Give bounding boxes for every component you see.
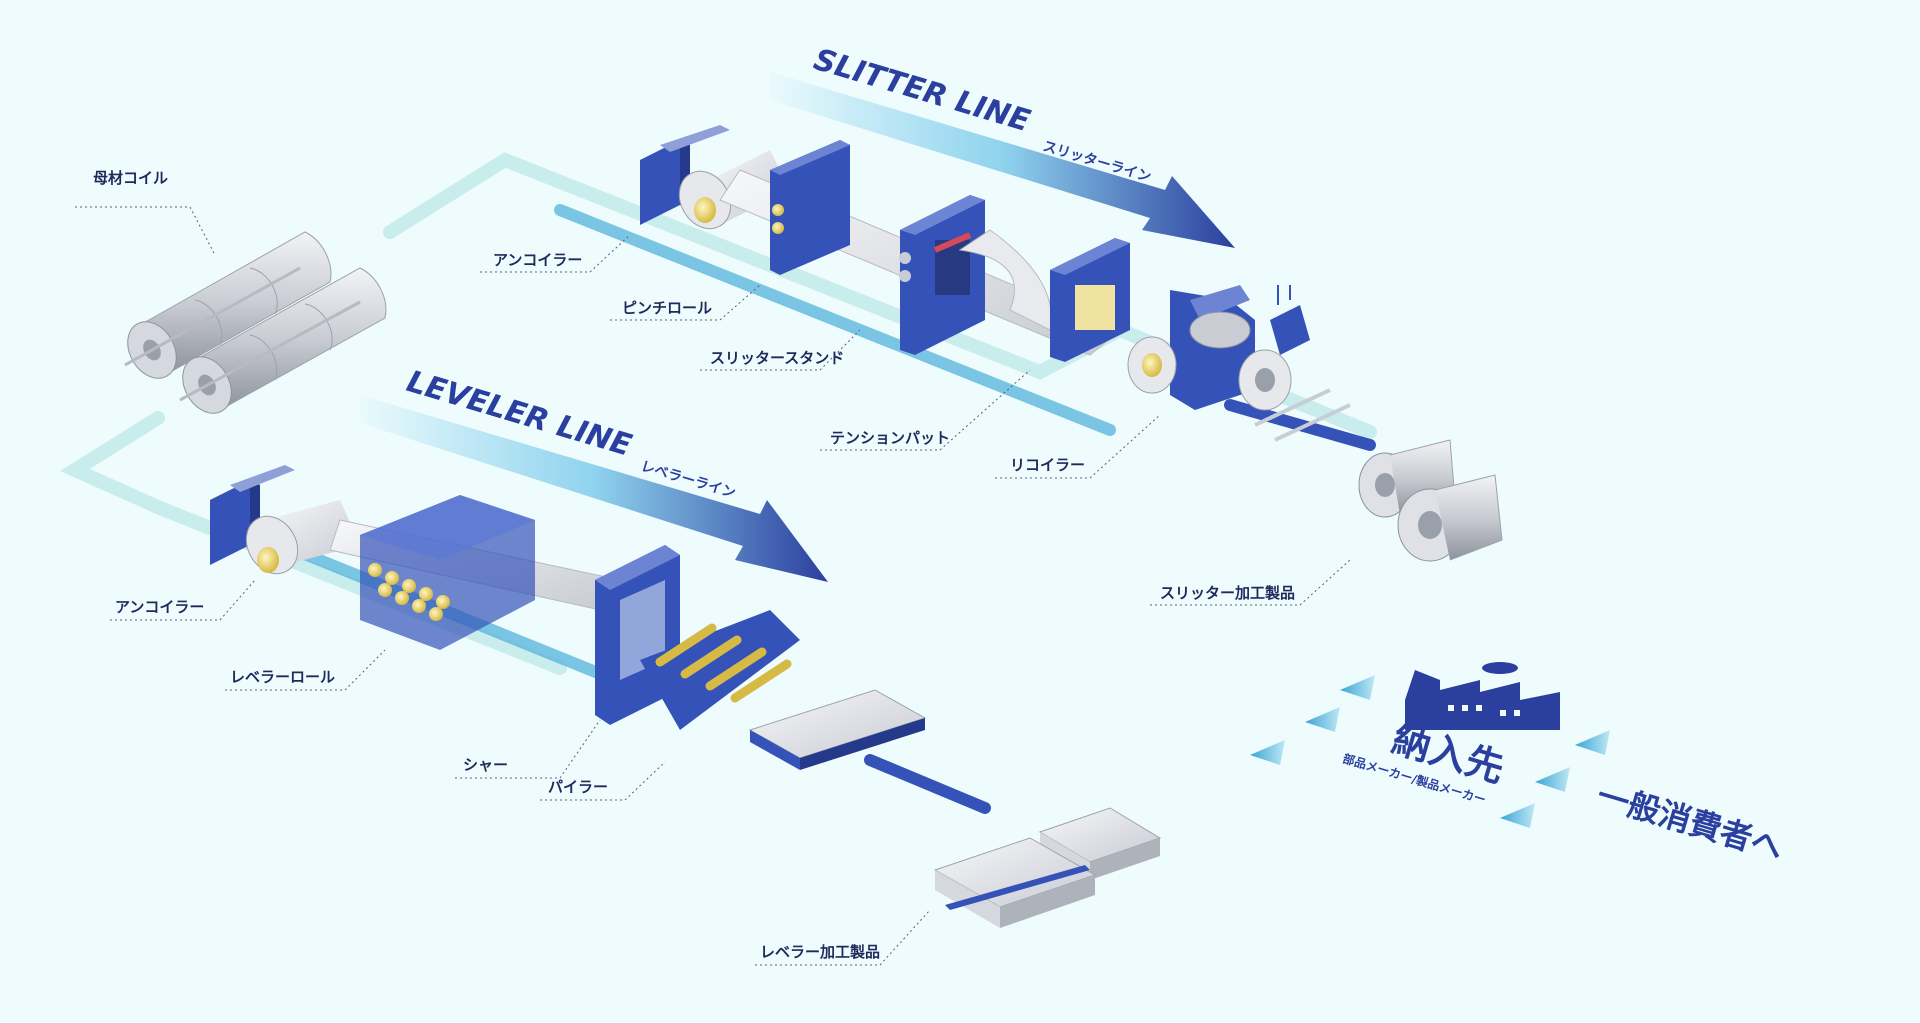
label-shear: シャー	[463, 756, 508, 774]
label-mother-coil: 母材コイル	[93, 169, 168, 187]
label-recoiler: リコイラー	[1010, 456, 1085, 474]
slitter-recoiler	[1127, 285, 1255, 410]
label-piler: パイラー	[548, 778, 608, 796]
slitter-pinch-roll	[770, 140, 850, 275]
label-leveler-product: レベラー加工製品	[760, 943, 880, 961]
label-slitter-uncoiler: アンコイラー	[493, 251, 582, 269]
leveler-roll-box	[360, 495, 535, 650]
consumer-label: 一般消費者へ	[1593, 776, 1788, 867]
slitter-products	[1358, 439, 1503, 562]
leveler-piler-rolls	[640, 610, 800, 730]
label-leveler-roll: レベラーロール	[230, 668, 335, 686]
label-leaders	[75, 206, 1351, 966]
label-tension-pad: テンションパット	[830, 429, 950, 447]
slitter-tension-pad	[1050, 238, 1130, 362]
mother-coils	[124, 231, 387, 414]
delivery-factory-icon	[1405, 662, 1560, 730]
label-slitter-product: スリッター加工製品	[1160, 584, 1295, 602]
direction-triangles	[1250, 675, 1610, 828]
slitter-output-coil	[1238, 285, 1351, 442]
leveler-piler	[748, 689, 927, 770]
slitter-stand	[899, 195, 985, 355]
label-slitter-stand: スリッタースタンド	[710, 349, 844, 367]
slitter-line-arrow	[770, 72, 1235, 248]
leveler-line-arrow	[360, 395, 828, 582]
leveler-products	[933, 807, 1162, 928]
label-pinch-roll: ピンチロール	[622, 299, 712, 317]
label-leveler-uncoiler: アンコイラー	[115, 598, 204, 616]
